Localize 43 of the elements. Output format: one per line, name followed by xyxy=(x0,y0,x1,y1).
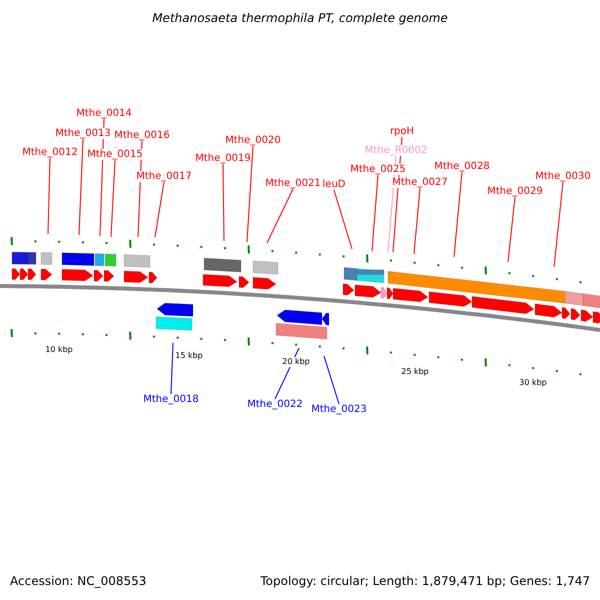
gene-label: Mthe_R0002 xyxy=(364,145,428,156)
scale-label: 10 kbp xyxy=(45,345,73,355)
genome-title: Methanosaeta thermophila PT, complete genome xyxy=(151,10,449,26)
accession-text: Accession: NC_008553 xyxy=(10,574,146,588)
scale-label: 25 kbp xyxy=(401,367,429,377)
leader-line xyxy=(222,164,224,242)
gene-label: leuD xyxy=(322,179,346,190)
gene-label: Mthe_0014 xyxy=(76,108,132,119)
gene-label: Mthe_0020 xyxy=(225,135,281,146)
leader-line xyxy=(454,172,462,258)
leader-line xyxy=(414,188,420,254)
leader-line xyxy=(508,196,516,262)
gene-label: Mthe_0016 xyxy=(114,130,170,141)
leader-line xyxy=(170,342,174,394)
scale-label: 30 kbp xyxy=(519,378,547,388)
gene-label: Mthe_0023 xyxy=(311,404,367,415)
leader-line xyxy=(324,356,340,404)
genome-info-text: Topology: circular; Length: 1,879,471 bp; Genes: 1,747 xyxy=(260,574,590,588)
gene-label: Mthe_0022 xyxy=(247,399,303,410)
gene-label: Mthe_0025 xyxy=(350,164,406,175)
gene-label: Mthe_0017 xyxy=(136,171,192,182)
leader-line xyxy=(246,146,254,242)
leader-line xyxy=(334,190,352,250)
scale-label: 15 kbp xyxy=(175,351,203,361)
gene-label: Mthe_0021 xyxy=(265,178,321,189)
leader-line xyxy=(48,158,50,234)
gene-label: Mthe_0027 xyxy=(392,177,448,188)
scale-label: 20 kbp xyxy=(282,357,310,367)
gene-label: Mthe_0012 xyxy=(22,147,78,158)
gene-label: Mthe_0029 xyxy=(487,186,543,197)
leader-line xyxy=(554,182,564,268)
leader-line xyxy=(78,138,84,236)
gene-label: Mthe_0028 xyxy=(434,161,490,172)
gene-label: Mthe_0030 xyxy=(535,171,591,182)
leader-line xyxy=(154,182,164,238)
gene-label: Mthe_0013 xyxy=(55,128,111,139)
gene-label: Mthe_0015 xyxy=(87,149,143,160)
leader-line xyxy=(266,188,294,244)
leader-line xyxy=(372,174,378,252)
leader-line xyxy=(110,160,116,238)
gene-label: rpoH xyxy=(390,126,414,137)
gene-label: Mthe_0018 xyxy=(143,394,199,405)
gene-label: Mthe_0019 xyxy=(195,153,251,164)
